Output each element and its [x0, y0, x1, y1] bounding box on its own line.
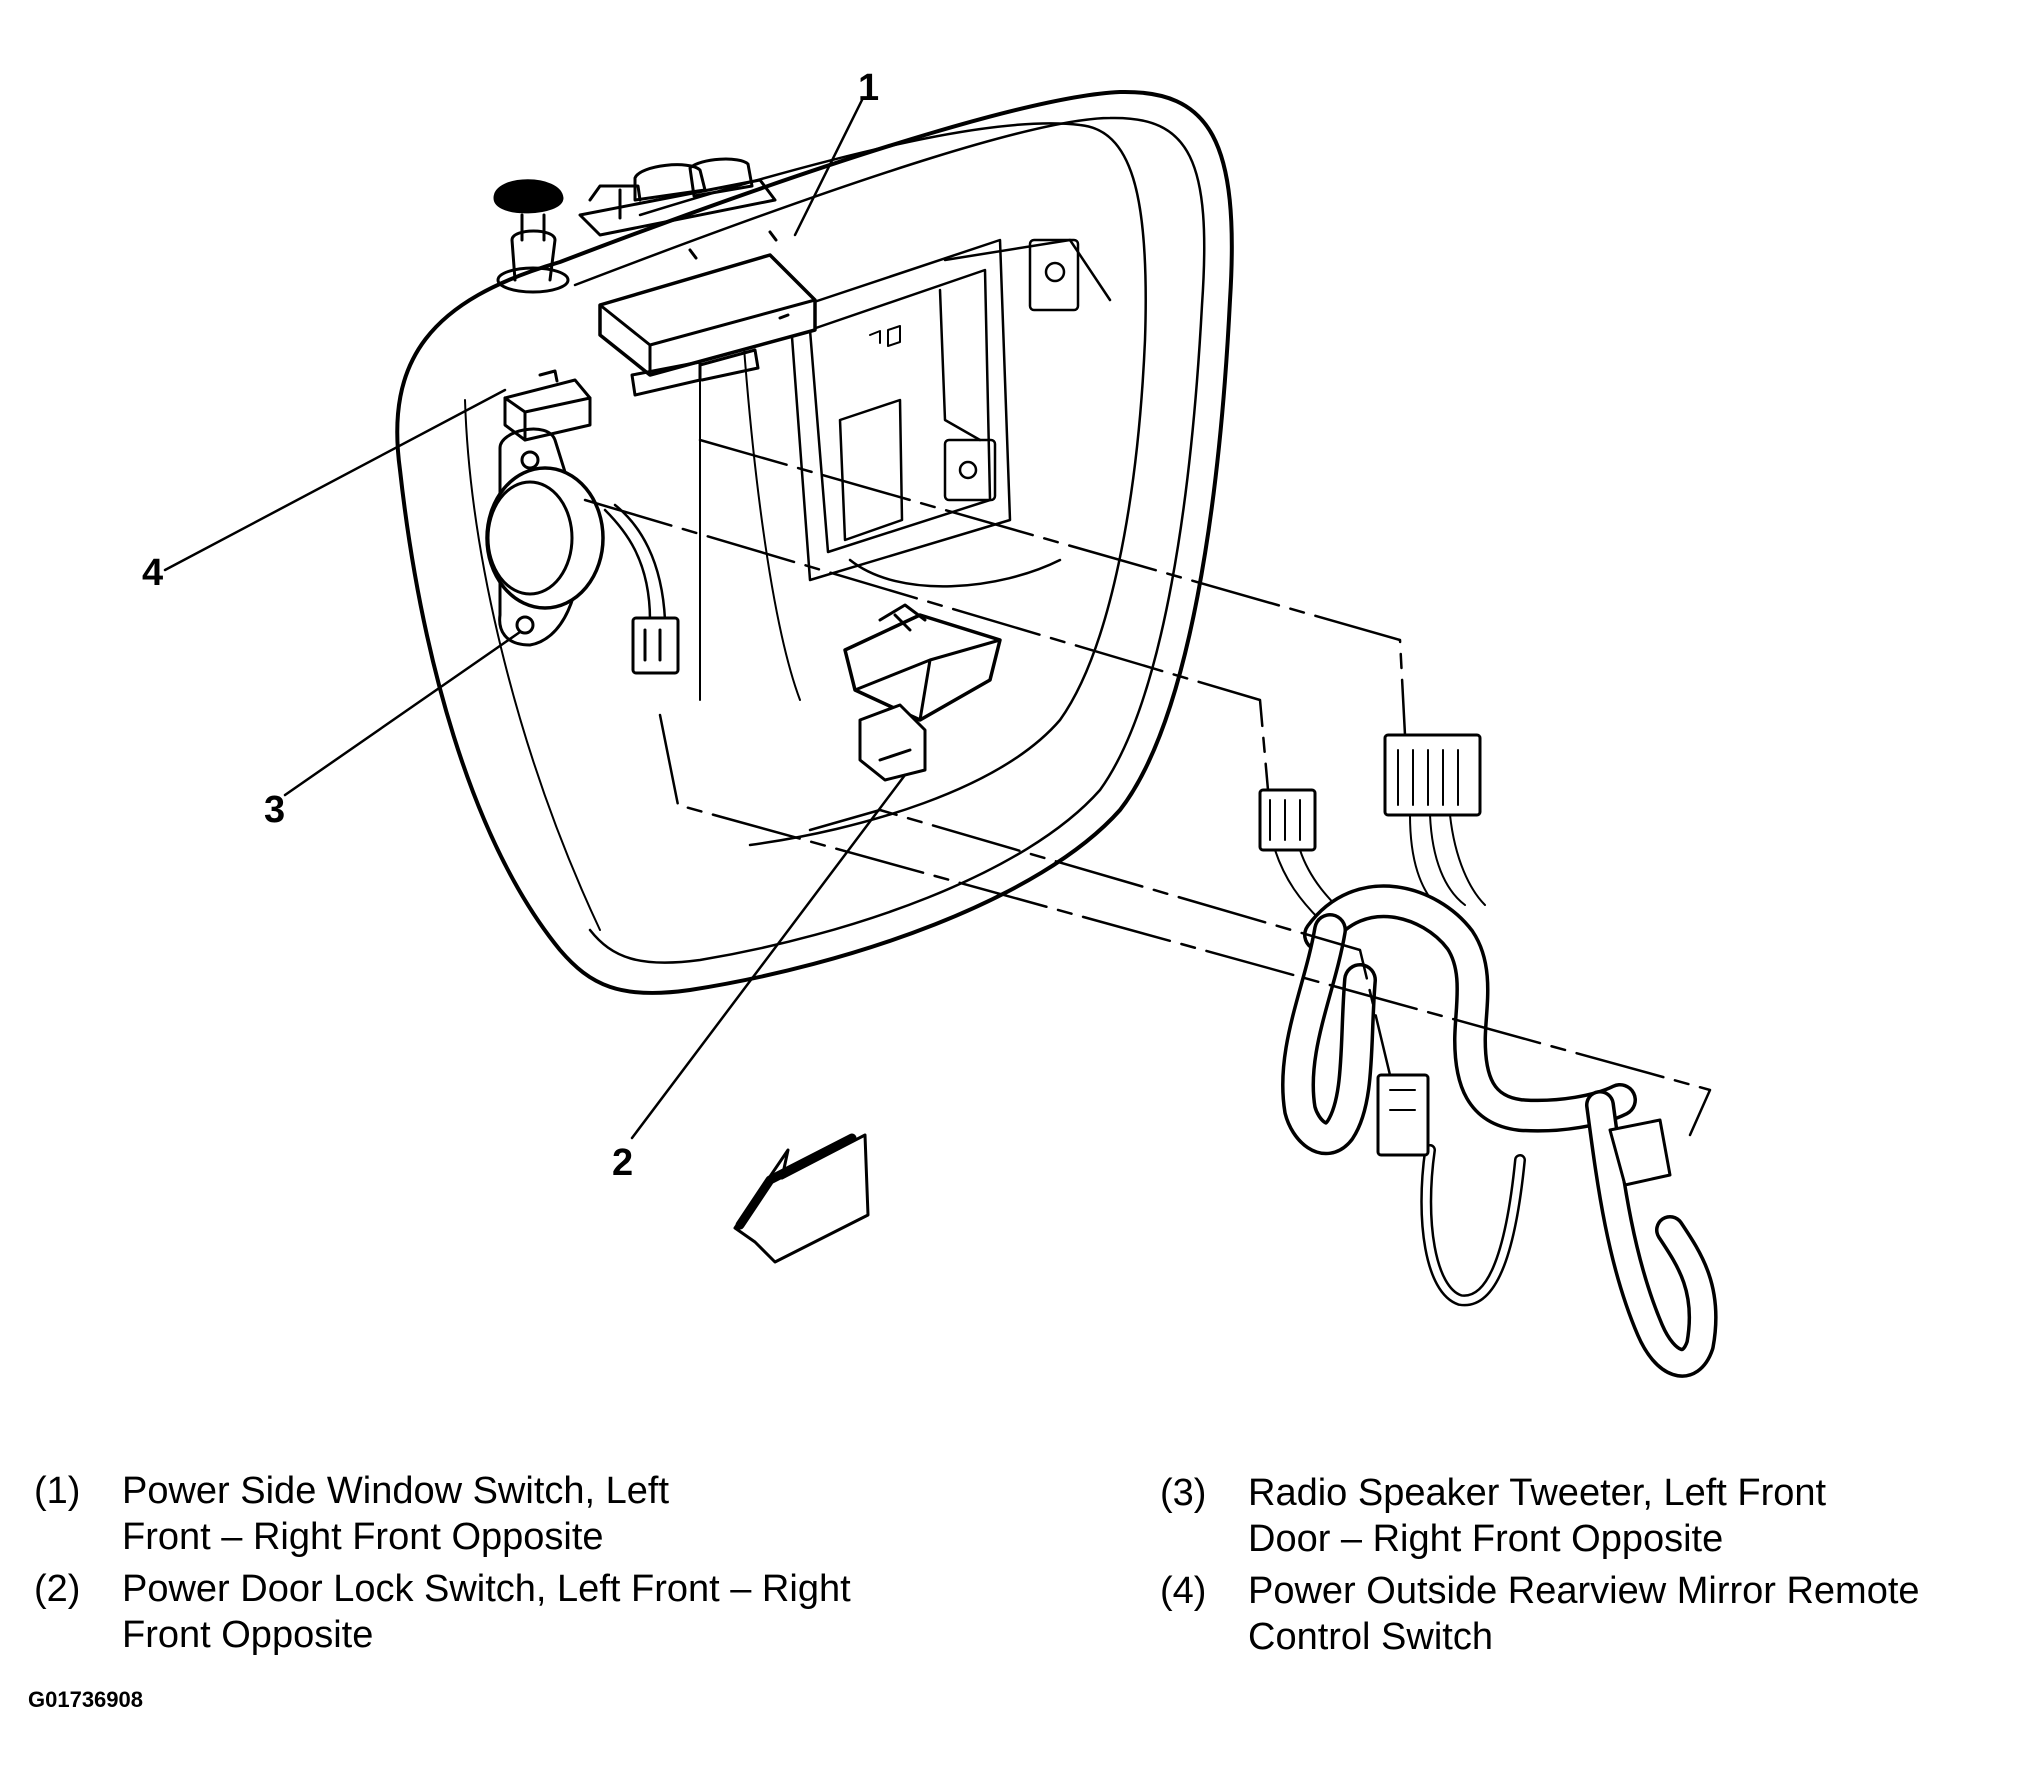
- callout-4: 4: [142, 552, 163, 594]
- legend-number: (1): [34, 1470, 81, 1512]
- legend-number: (4): [1160, 1570, 1207, 1612]
- leader-lines: [163, 98, 907, 1140]
- callout-3: 3: [264, 789, 285, 831]
- wiring-harness: [1258, 733, 1718, 1378]
- mirror-knob: [493, 179, 570, 294]
- front-arrow-icon: [733, 1133, 870, 1264]
- speaker-tweeter: [485, 427, 680, 675]
- callout-2: 2: [612, 1142, 633, 1184]
- legend-item-2: (2) Power Door Lock Switch, Left Front –…: [34, 1566, 934, 1658]
- connector-lines: [583, 438, 1712, 1137]
- power-window-switch: [598, 230, 817, 397]
- legend-item-4: (4) Power Outside Rearview Mirror Remote…: [1160, 1568, 2010, 1660]
- callout-1: 1: [858, 67, 879, 109]
- figure-id: G01736908: [28, 1687, 143, 1712]
- legend-number: (3): [1160, 1472, 1207, 1514]
- legend-label: Power Door Lock Switch, Left Front – Rig…: [122, 1568, 851, 1656]
- mirror-remote-switch: [503, 369, 592, 442]
- legend-number: (2): [34, 1568, 81, 1610]
- handle-recess: [788, 238, 1112, 588]
- window-switch-buttons: [578, 157, 777, 237]
- door-lock-switch: [843, 603, 1002, 782]
- door-trim-panel-diagram: 1 2 3 4: [142, 67, 1718, 1378]
